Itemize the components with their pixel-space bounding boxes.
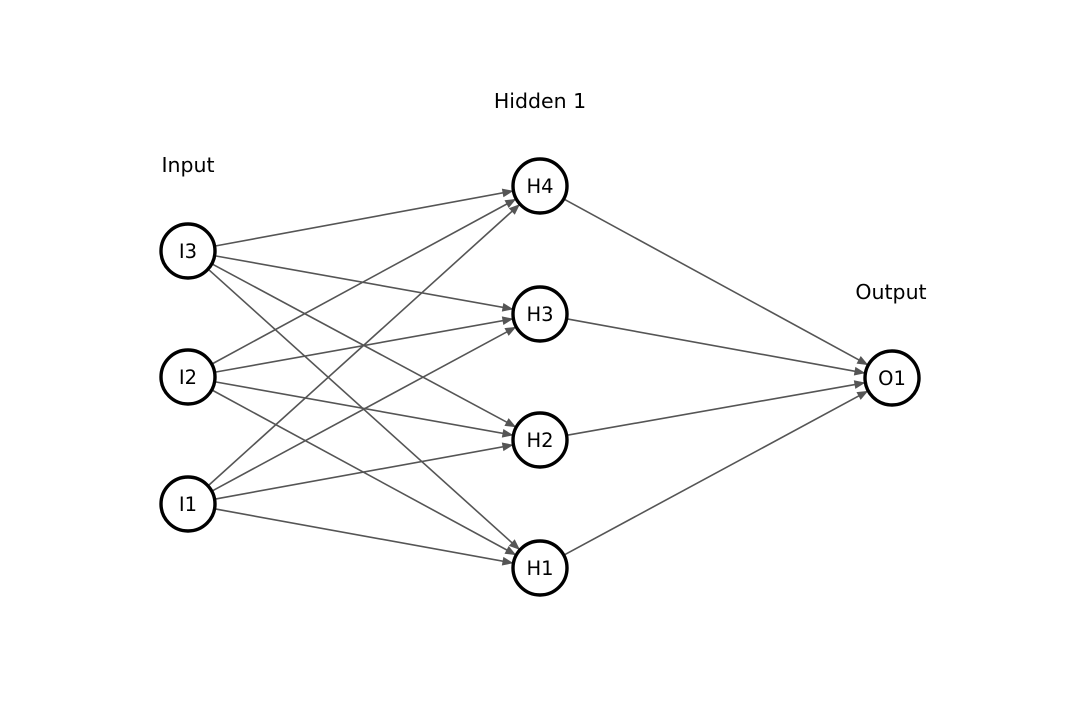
edge-i1-to-h4	[207, 203, 521, 487]
node-circle-h1[interactable]	[511, 539, 569, 597]
node-label-i1: I1	[179, 493, 197, 516]
edge-arrowhead	[504, 198, 517, 208]
node-label-i3: I3	[179, 240, 197, 263]
node-circle-h4[interactable]	[511, 157, 569, 215]
node-label-h1: H1	[526, 557, 553, 580]
node-h4[interactable]: H4	[511, 157, 569, 215]
node-circle-i2[interactable]	[159, 348, 217, 406]
edge-arrowhead	[856, 390, 869, 400]
edge-h1-to-o1	[563, 390, 869, 556]
node-h1[interactable]: H1	[511, 539, 569, 597]
edge-arrowhead	[853, 366, 866, 376]
edge-i3-to-h3	[214, 254, 514, 312]
edge-arrowhead	[504, 418, 517, 428]
node-circle-o1[interactable]	[863, 349, 921, 407]
node-i1[interactable]: I1	[159, 475, 217, 533]
node-circle-h3[interactable]	[511, 285, 569, 343]
edge-arrowhead	[501, 302, 514, 312]
edge-h3-to-o1	[566, 318, 866, 376]
edge-arrowhead	[501, 188, 514, 198]
layer-label-input: Input	[161, 153, 214, 177]
edge-arrowhead	[508, 204, 520, 215]
edge-arrowhead	[501, 556, 514, 566]
node-label-h3: H3	[526, 303, 553, 326]
edge-arrowhead	[501, 442, 514, 452]
edge-arrowhead	[853, 380, 866, 389]
node-circle-i1[interactable]	[159, 475, 217, 533]
edge-i2-to-h4	[211, 198, 517, 365]
layer-label-hidden1: Hidden 1	[494, 89, 586, 113]
layer-labels-group: Input Hidden 1 Output	[161, 89, 926, 304]
edge-arrowhead	[504, 326, 517, 336]
node-label-o1: O1	[878, 367, 906, 390]
edge-h2-to-o1	[566, 380, 866, 437]
edge-arrowhead	[856, 355, 869, 366]
edge-arrowhead	[504, 546, 517, 556]
node-circle-i3[interactable]	[159, 222, 217, 280]
node-circle-h2[interactable]	[511, 411, 569, 469]
edge-arrowhead	[508, 539, 520, 550]
node-i2[interactable]: I2	[159, 348, 217, 406]
node-o1[interactable]: O1	[863, 349, 921, 407]
node-label-h4: H4	[526, 175, 553, 198]
edge-arrowhead	[501, 316, 514, 326]
edge-i1-to-h1	[214, 508, 514, 566]
layer-label-output: Output	[855, 280, 926, 304]
node-label-h2: H2	[526, 429, 553, 452]
node-label-i2: I2	[179, 366, 197, 389]
edge-i1-to-h2	[214, 442, 514, 500]
edge-h4-to-o1	[563, 198, 869, 366]
edge-i1-to-h3	[211, 326, 517, 492]
node-h3[interactable]: H3	[511, 285, 569, 343]
edge-i3-to-h4	[214, 188, 514, 247]
node-h2[interactable]: H2	[511, 411, 569, 469]
node-i3[interactable]: I3	[159, 222, 217, 280]
edge-arrowhead	[501, 428, 514, 438]
edges-group	[207, 188, 869, 566]
